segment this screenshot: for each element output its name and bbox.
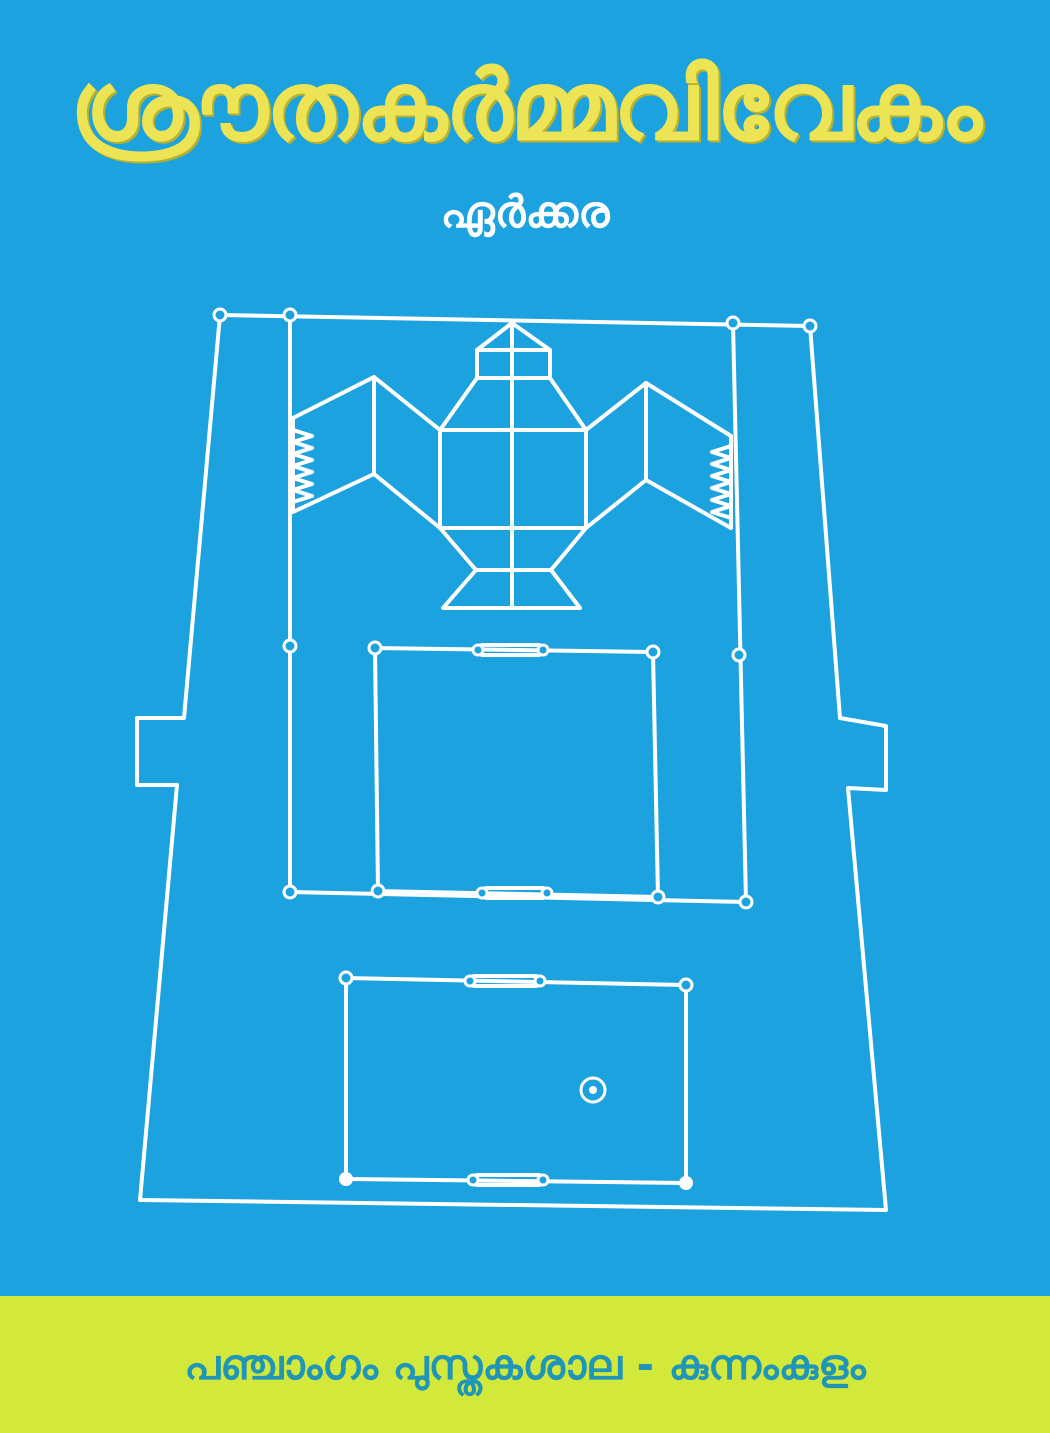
altar-plan-diagram <box>135 307 888 1212</box>
lower-enclosure <box>344 976 688 1185</box>
author-name: ഏർക്കര <box>440 187 610 238</box>
outer-enclosure <box>135 313 888 1212</box>
bottom-band <box>0 1296 1050 1433</box>
publisher-name: പഞ്ചാംഗം പുസ്തകശാല - കുന്നംകുളം <box>184 1340 866 1389</box>
bird-left-wing <box>291 375 442 530</box>
bird-head <box>475 321 552 380</box>
book-title: ശ്രൗതകർമ്മവിവേകം <box>70 50 982 162</box>
middle-enclosure <box>373 646 660 899</box>
bird-right-wing <box>584 381 733 530</box>
